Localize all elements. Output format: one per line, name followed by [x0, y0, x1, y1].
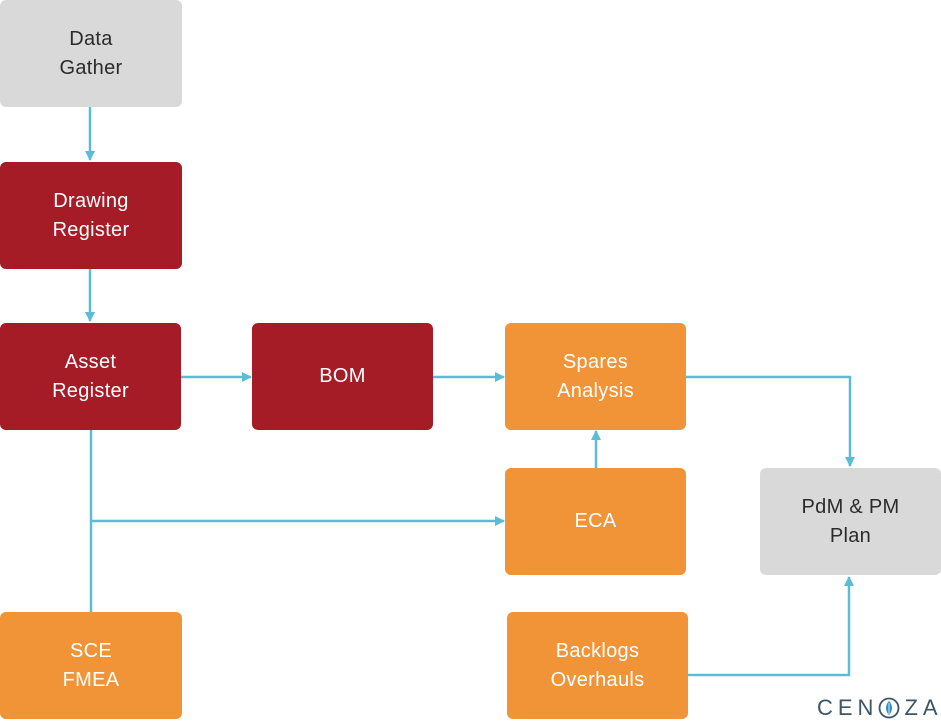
edge-spares-analysis-to-pdm-pm-plan: [686, 375, 855, 467]
sce-fmea-node: SCE FMEA: [0, 612, 182, 719]
asset-register-label-line-2: Register: [52, 379, 129, 402]
spares-analysis-label-line-1: Spares: [562, 350, 629, 373]
backlogs-overhauls-node: Backlogs Overhauls: [507, 612, 688, 719]
pdm-pm-plan-node: PdM & PM Plan: [760, 468, 941, 575]
pdm-pm-plan-label-line-2: Plan: [829, 524, 872, 547]
asset-register-node: Asset Register: [0, 323, 181, 430]
leaf-o-icon: [879, 697, 900, 719]
drawing-register-node: Drawing Register: [0, 162, 182, 269]
drawing-register-label-line-1: Drawing: [53, 189, 129, 212]
asset-register-label-line-1: Asset: [64, 350, 117, 373]
spares-analysis-label-line-2: Analysis: [557, 379, 634, 402]
sce-fmea-label-line-2: FMEA: [62, 668, 120, 691]
spares-analysis-node: Spares Analysis: [505, 323, 686, 430]
cenozai-logo: CEN ZAI: [817, 695, 941, 720]
eca-node: ECA: [505, 468, 686, 575]
bom-label: BOM: [319, 365, 366, 387]
eca-label: ECA: [574, 510, 617, 532]
pdm-pm-plan-label-line-1: PdM & PM: [801, 495, 900, 518]
backlogs-overhauls-label-line-2: Overhauls: [550, 668, 645, 691]
data-gather-label-line-2: Gather: [59, 56, 123, 79]
backlogs-overhauls-label-line-1: Backlogs: [555, 639, 640, 662]
brand-text-right: ZAI: [904, 695, 941, 720]
data-gather-node: Data Gather: [0, 0, 182, 107]
edge-backlogs-overhauls-to-pdm-pm-plan: [688, 576, 854, 677]
sce-fmea-label-line-1: SCE: [69, 639, 113, 662]
data-gather-label-line-1: Data: [69, 27, 113, 50]
bom-node: BOM: [252, 323, 433, 430]
drawing-register-label-line-2: Register: [52, 218, 130, 241]
brand-text-left: CEN: [817, 695, 879, 720]
